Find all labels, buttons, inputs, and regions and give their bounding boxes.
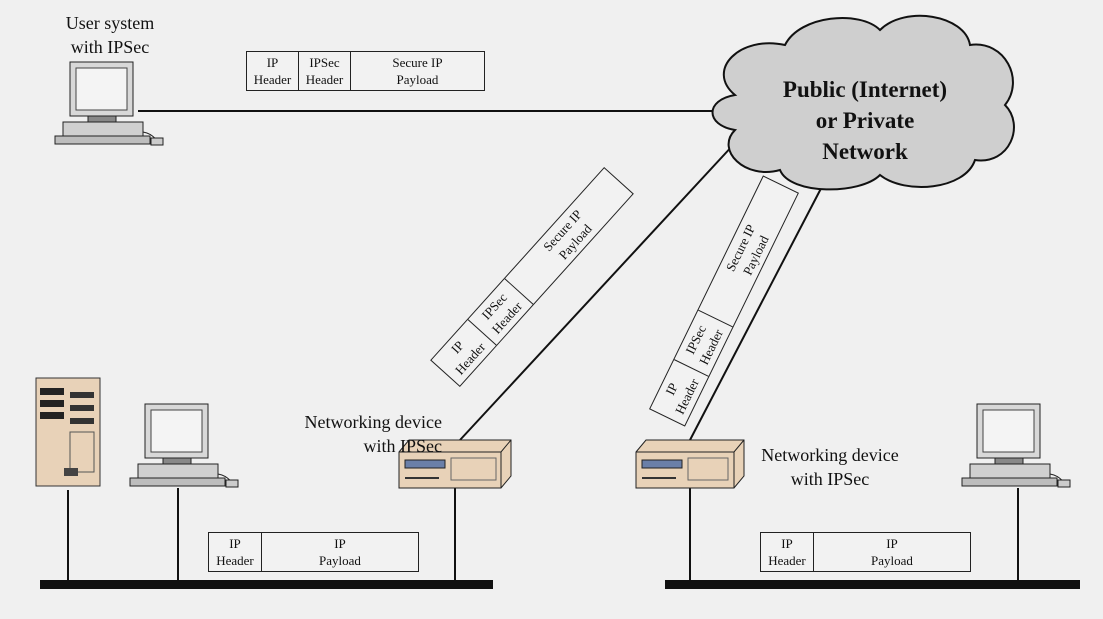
desktop-computer-icon bbox=[129, 403, 239, 488]
cloud-icon bbox=[711, 14, 1015, 191]
server-tower-icon bbox=[35, 377, 101, 487]
networking-device-label-right: Networking device with IPSec bbox=[761, 445, 899, 489]
cloud-network-label: Public (Internet) or Private Network bbox=[782, 77, 948, 164]
ip-header-field: IP Header bbox=[209, 533, 262, 571]
lan-bus-left bbox=[40, 580, 493, 589]
ipsec-header-field: IPSec Header bbox=[299, 52, 351, 90]
desktop-computer-icon bbox=[54, 61, 164, 146]
user-system-label: User system with IPSec bbox=[65, 13, 155, 57]
desktop-computer-icon bbox=[961, 403, 1071, 488]
ip-header-field: IP Header bbox=[247, 52, 299, 90]
networking-device-icon bbox=[635, 439, 745, 489]
networking-device-icon bbox=[398, 439, 512, 489]
plain-packet-left: IP Header IP Payload bbox=[208, 532, 419, 572]
plain-packet-right: IP Header IP Payload bbox=[760, 532, 971, 572]
ip-payload-field: IP Payload bbox=[871, 536, 913, 568]
link-right-device-to-cloud bbox=[689, 174, 829, 441]
secure-packet-top: IP Header IPSec Header Secure IP Payload bbox=[246, 51, 485, 91]
link-left-device-to-cloud bbox=[459, 142, 736, 441]
lan-bus-right bbox=[665, 580, 1080, 589]
ip-header-field: IP Header bbox=[761, 533, 814, 571]
ip-payload-field: IP Payload bbox=[319, 536, 361, 568]
secure-ip-payload-field: Secure IP Payload bbox=[392, 55, 443, 87]
networking-device-label-left: Networking device with IPSec bbox=[304, 412, 442, 456]
